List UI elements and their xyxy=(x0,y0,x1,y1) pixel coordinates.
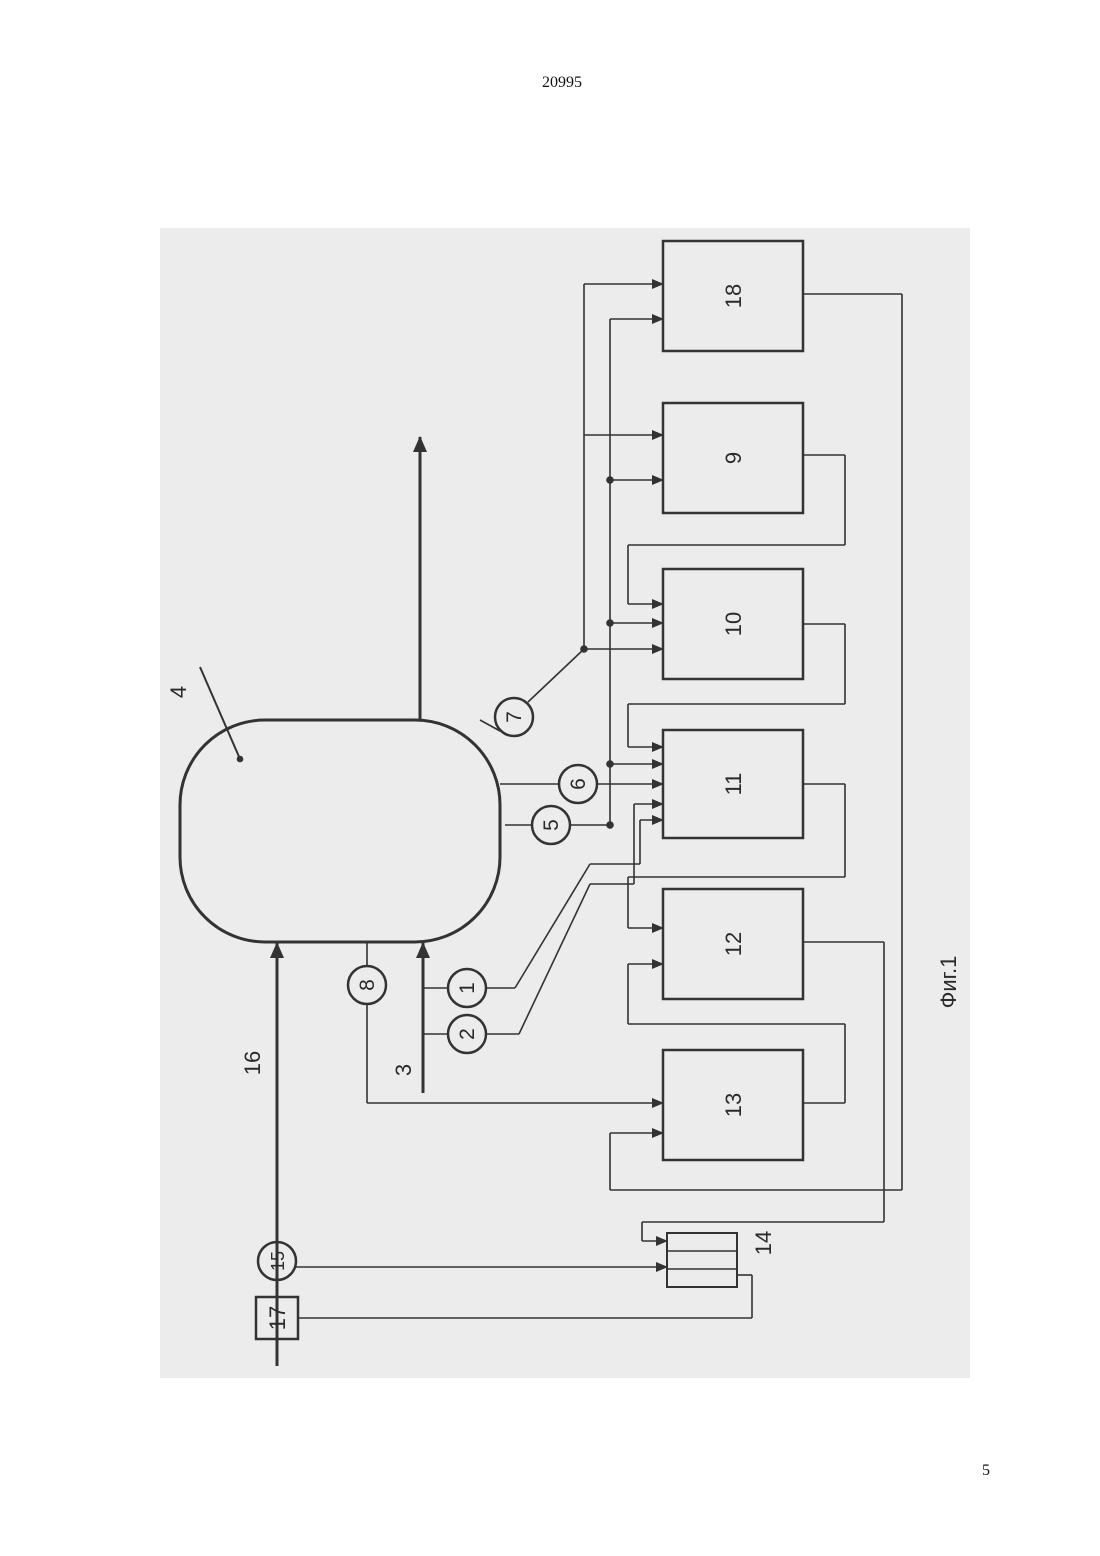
unit-label-14: 14 xyxy=(751,1231,776,1255)
sensor-label-7: 7 xyxy=(503,711,526,723)
page-number: 5 xyxy=(982,1462,990,1480)
line-label-16: 16 xyxy=(240,1051,265,1075)
unit-label-17: 17 xyxy=(265,1306,290,1330)
block-label-12: 12 xyxy=(721,932,746,956)
sensor-label-15: 15 xyxy=(268,1251,288,1271)
block-label-18: 18 xyxy=(721,284,746,308)
block-label-9: 9 xyxy=(721,452,746,464)
block-label-10: 10 xyxy=(721,612,746,636)
line-label-3: 3 xyxy=(391,1064,416,1076)
sensor-label-2: 2 xyxy=(456,1028,479,1040)
vessel-4 xyxy=(180,720,500,942)
sensor-label-5: 5 xyxy=(540,819,563,831)
figure-caption: Фиг.1 xyxy=(936,956,961,1009)
sensor-label-6: 6 xyxy=(567,778,590,790)
sensor-label-1: 1 xyxy=(456,982,479,994)
sensor-label-8: 8 xyxy=(356,979,379,991)
unit-14 xyxy=(667,1233,737,1287)
block-label-11: 11 xyxy=(721,773,746,796)
block-label-13: 13 xyxy=(721,1093,746,1117)
vessel-label-4: 4 xyxy=(166,686,191,698)
